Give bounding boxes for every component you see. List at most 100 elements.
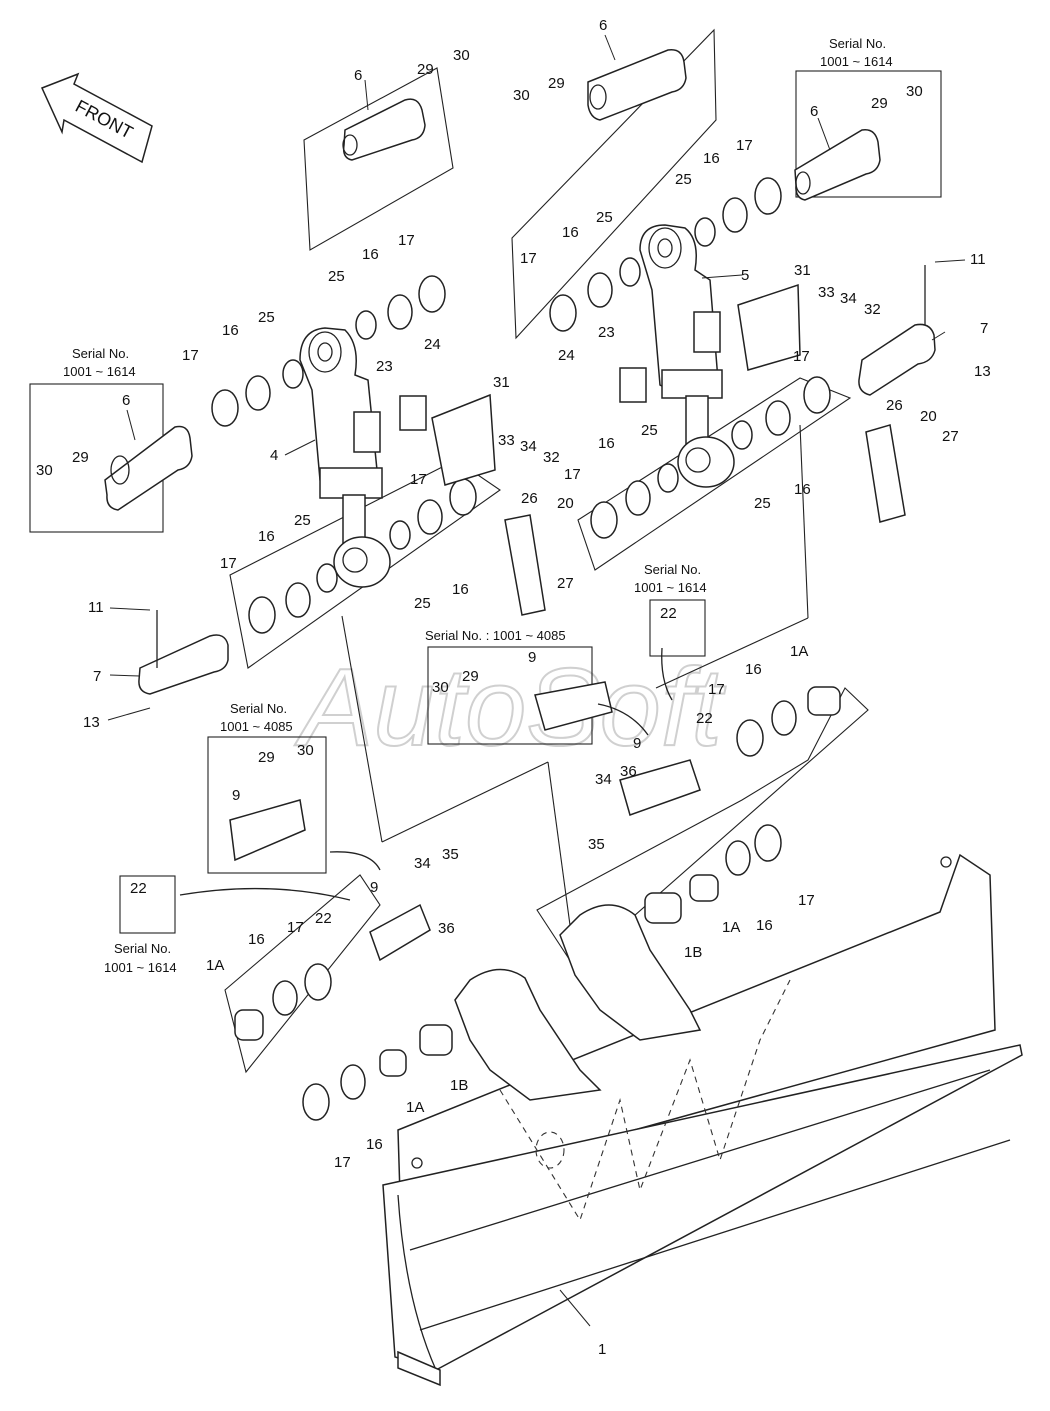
callout-25: 25 — [414, 595, 431, 612]
callout-29: 29 — [258, 749, 275, 766]
callout-29: 29 — [871, 95, 888, 112]
callout-29: 29 — [548, 75, 565, 92]
callout-29: 29 — [417, 61, 434, 78]
callout-1A: 1A — [722, 919, 740, 936]
grease-box-right — [649, 599, 706, 657]
callout-17: 17 — [398, 232, 415, 249]
callout-27: 27 — [557, 575, 574, 592]
callout-34: 34 — [414, 855, 431, 872]
callout-23: 23 — [598, 324, 615, 341]
callout-16: 16 — [562, 224, 579, 241]
callout-25: 25 — [596, 209, 613, 226]
callout-6: 6 — [810, 103, 818, 120]
callout-29: 29 — [72, 449, 89, 466]
serial-box-lower — [207, 736, 327, 874]
callout-25: 25 — [675, 171, 692, 188]
callout-1: 1 — [598, 1341, 606, 1358]
serial-inline: Serial No. : 1001 ~ 4085 — [425, 628, 566, 643]
callout-1A: 1A — [206, 957, 224, 974]
callout-17: 17 — [334, 1154, 351, 1171]
callout-29: 29 — [462, 668, 479, 685]
callout-31: 31 — [794, 262, 811, 279]
callout-13: 13 — [974, 363, 991, 380]
serial-label: Serial No. — [644, 562, 701, 577]
callout-6: 6 — [354, 67, 362, 84]
callout-4: 4 — [270, 447, 278, 464]
callout-30: 30 — [453, 47, 470, 64]
pin-9-parts — [229, 681, 701, 962]
callout-16: 16 — [362, 246, 379, 263]
callout-30: 30 — [36, 462, 53, 479]
callout-26: 26 — [521, 490, 538, 507]
callout-11: 11 — [970, 251, 986, 268]
callout-7: 7 — [980, 320, 988, 337]
callout-7: 7 — [93, 668, 101, 685]
callout-17: 17 — [793, 348, 810, 365]
grease-box-left — [119, 875, 176, 934]
bushing-parts — [234, 686, 841, 1077]
serial-box-right — [795, 70, 942, 198]
callout-6: 6 — [599, 17, 607, 34]
callout-30: 30 — [297, 742, 314, 759]
callout-16: 16 — [452, 581, 469, 598]
serial-range: 1001 ~ 1614 — [63, 364, 136, 379]
callout-17: 17 — [220, 555, 237, 572]
callout-24: 24 — [424, 336, 441, 353]
callout-17: 17 — [564, 466, 581, 483]
callout-17: 17 — [708, 681, 725, 698]
serial-label: Serial No. — [230, 701, 287, 716]
callout-22: 22 — [696, 710, 713, 727]
serial-range: 1001 ~ 1614 — [104, 960, 177, 975]
callout-1A: 1A — [790, 643, 808, 660]
callout-25: 25 — [328, 268, 345, 285]
pin-7-parts — [138, 265, 936, 695]
callout-16: 16 — [756, 917, 773, 934]
callout-27: 27 — [942, 428, 959, 445]
callout-30: 30 — [906, 83, 923, 100]
callout-33: 33 — [818, 284, 835, 301]
callout-16: 16 — [258, 528, 275, 545]
callout-17: 17 — [520, 250, 537, 267]
callout-16: 16 — [745, 661, 762, 678]
serial-label: Serial No. — [829, 36, 886, 51]
callout-17: 17 — [287, 919, 304, 936]
callout-6: 6 — [122, 392, 130, 409]
callout-11: 11 — [88, 599, 104, 616]
callout-25: 25 — [754, 495, 771, 512]
callout-35: 35 — [442, 846, 459, 863]
callout-9: 9 — [232, 787, 240, 804]
callout-16: 16 — [366, 1136, 383, 1153]
callout-34: 34 — [595, 771, 612, 788]
callout-9: 9 — [370, 879, 378, 896]
callout-32: 32 — [864, 301, 881, 318]
cylinder-4-part — [299, 327, 391, 588]
callout-36: 36 — [438, 920, 455, 937]
callout-9: 9 — [528, 649, 536, 666]
callout-30: 30 — [432, 679, 449, 696]
callout-25: 25 — [641, 422, 658, 439]
shim-ring-parts — [211, 177, 831, 1121]
callout-13: 13 — [83, 714, 100, 731]
callout-20: 20 — [920, 408, 937, 425]
callout-32: 32 — [543, 449, 560, 466]
callout-17: 17 — [182, 347, 199, 364]
callout-22: 22 — [660, 605, 677, 622]
callout-17: 17 — [410, 471, 427, 488]
serial-range: 1001 ~ 4085 — [220, 719, 293, 734]
serial-range: 1001 ~ 1614 — [634, 580, 707, 595]
callout-17: 17 — [736, 137, 753, 154]
callout-1B: 1B — [450, 1077, 468, 1094]
bucket-part — [382, 853, 1023, 1387]
callout-26: 26 — [886, 397, 903, 414]
serial-range: 1001 ~ 1614 — [820, 54, 893, 69]
callout-16: 16 — [794, 481, 811, 498]
callout-25: 25 — [294, 512, 311, 529]
callout-36: 36 — [620, 763, 637, 780]
callout-1B: 1B — [684, 944, 702, 961]
callout-17: 17 — [798, 892, 815, 909]
callout-labels: 6 29 30 6 29 30 Serial No. 1001 ~ 1614 6… — [36, 17, 991, 1358]
callout-31: 31 — [493, 374, 510, 391]
serial-label: Serial No. — [72, 346, 129, 361]
callout-33: 33 — [498, 432, 515, 449]
callout-24: 24 — [558, 347, 575, 364]
